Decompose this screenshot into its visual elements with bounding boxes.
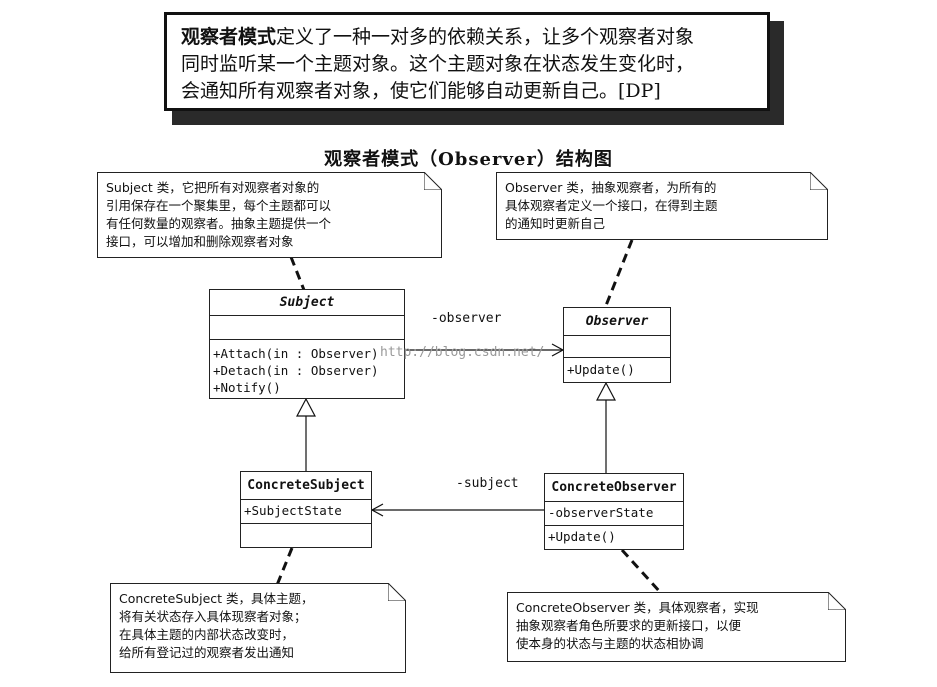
concrete-observer-note-line: ConcreteObserver 类，具体观察者，实现 bbox=[516, 600, 759, 615]
concrete-subject-attribute: +SubjectState bbox=[244, 503, 342, 518]
observer-note-line: 的通知时更新自己 bbox=[505, 216, 606, 231]
diagram-title: 观察者模式（Observer）结构图 bbox=[324, 149, 613, 170]
observer-note-fold bbox=[810, 172, 828, 190]
concrete-observer-method: +Update() bbox=[548, 529, 616, 544]
observer-generalization-arrow bbox=[596, 381, 616, 401]
observer-attributes bbox=[564, 336, 670, 358]
subject-note-line: 有任何数量的观察者。抽象主题提供一个 bbox=[106, 216, 332, 231]
definition-line-3: 会通知所有观察者对象，使它们能够自动更新自己。[DP] bbox=[181, 80, 661, 102]
concrete-subject-note-line: 给所有登记过的观察者发出通知 bbox=[119, 645, 295, 660]
definition-term: 观察者模式 bbox=[181, 26, 277, 48]
concrete-observer-note-line: 抽象观察者角色所要求的更新接口，以便 bbox=[516, 618, 742, 633]
subject-note-fold bbox=[424, 172, 442, 190]
subject-generalization-arrow bbox=[296, 397, 316, 417]
observer-methods: +Update() bbox=[564, 358, 670, 378]
subject-method: +Attach(in : Observer) bbox=[213, 346, 379, 361]
concrete-subject-attributes: +SubjectState bbox=[241, 500, 371, 524]
observer-class: Observer +Update() bbox=[563, 307, 671, 383]
subject-note-anchor bbox=[289, 256, 306, 291]
concrete-subject-note: ConcreteSubject 类，具体主题， 将有关状态存入具体现察者对象； … bbox=[110, 583, 406, 673]
subject-attributes bbox=[210, 316, 404, 340]
subject-methods: +Attach(in : Observer) +Detach(in : Obse… bbox=[210, 340, 404, 396]
observer-class-name: Observer bbox=[564, 308, 670, 336]
concrete-observer-note-anchor bbox=[620, 548, 662, 594]
definition-box: 观察者模式定义了一种一对多的依赖关系，让多个观察者对象 同时监听某一个主题对象。… bbox=[164, 12, 770, 111]
subject-class-name: Subject bbox=[210, 290, 404, 316]
observer-note: Observer 类，抽象观察者，为所有的 具体观察者定义一个接口，在得到主题 … bbox=[496, 172, 828, 240]
observer-method: +Update() bbox=[567, 362, 635, 377]
observer-note-anchor bbox=[603, 239, 634, 309]
concrete-subject-class: ConcreteSubject +SubjectState bbox=[240, 471, 372, 548]
definition-line-1-text: 定义了一种一对多的依赖关系，让多个观察者对象 bbox=[276, 26, 695, 48]
watermark: http://blog.csdn.net/ bbox=[380, 345, 545, 360]
subject-method: +Detach(in : Observer) bbox=[213, 363, 379, 378]
concrete-subject-note-line: 在具体主题的内部状态改变时， bbox=[119, 627, 295, 642]
concrete-observer-class: ConcreteObserver -observerState +Update(… bbox=[544, 473, 684, 550]
subject-note-line: 接口，可以增加和删除观察者对象 bbox=[106, 234, 294, 249]
concrete-observer-methods: +Update() bbox=[545, 526, 683, 545]
subject-method: +Notify() bbox=[213, 380, 281, 395]
concrete-observer-attribute: -observerState bbox=[548, 505, 654, 520]
subject-association-label: -subject bbox=[456, 476, 519, 491]
definition-line-2: 同时监听某一个主题对象。这个主题对象在状态发生变化时， bbox=[181, 53, 695, 75]
concrete-observer-note-fold bbox=[828, 592, 846, 610]
concrete-subject-class-name: ConcreteSubject bbox=[241, 472, 371, 500]
subject-note-line: 引用保存在一个聚集里，每个主题都可以 bbox=[106, 198, 332, 213]
observer-association-label: -observer bbox=[431, 311, 502, 326]
observer-note-line: 具体观察者定义一个接口，在得到主题 bbox=[505, 198, 718, 213]
observer-note-line: Observer 类，抽象观察者，为所有的 bbox=[505, 180, 717, 195]
concrete-observer-attributes: -observerState bbox=[545, 502, 683, 526]
subject-association-arrow bbox=[370, 503, 384, 517]
subject-note: Subject 类，它把所有对观察者对象的 引用保存在一个聚集里，每个主题都可以… bbox=[97, 172, 442, 258]
definition-line-1: 观察者模式定义了一种一对多的依赖关系，让多个观察者对象 bbox=[181, 24, 753, 51]
concrete-subject-note-line: ConcreteSubject 类，具体主题， bbox=[119, 591, 314, 606]
concrete-observer-class-name: ConcreteObserver bbox=[545, 474, 683, 502]
concrete-observer-note: ConcreteObserver 类，具体观察者，实现 抽象观察者角色所要求的更… bbox=[507, 592, 846, 662]
concrete-subject-note-fold bbox=[388, 583, 406, 601]
concrete-observer-note-line: 使本身的状态与主题的状态相协调 bbox=[516, 636, 704, 651]
concrete-subject-note-line: 将有关状态存入具体现察者对象； bbox=[119, 609, 307, 624]
subject-note-line: Subject 类，它把所有对观察者对象的 bbox=[106, 180, 320, 195]
subject-class: Subject +Attach(in : Observer) +Detach(i… bbox=[209, 289, 405, 399]
